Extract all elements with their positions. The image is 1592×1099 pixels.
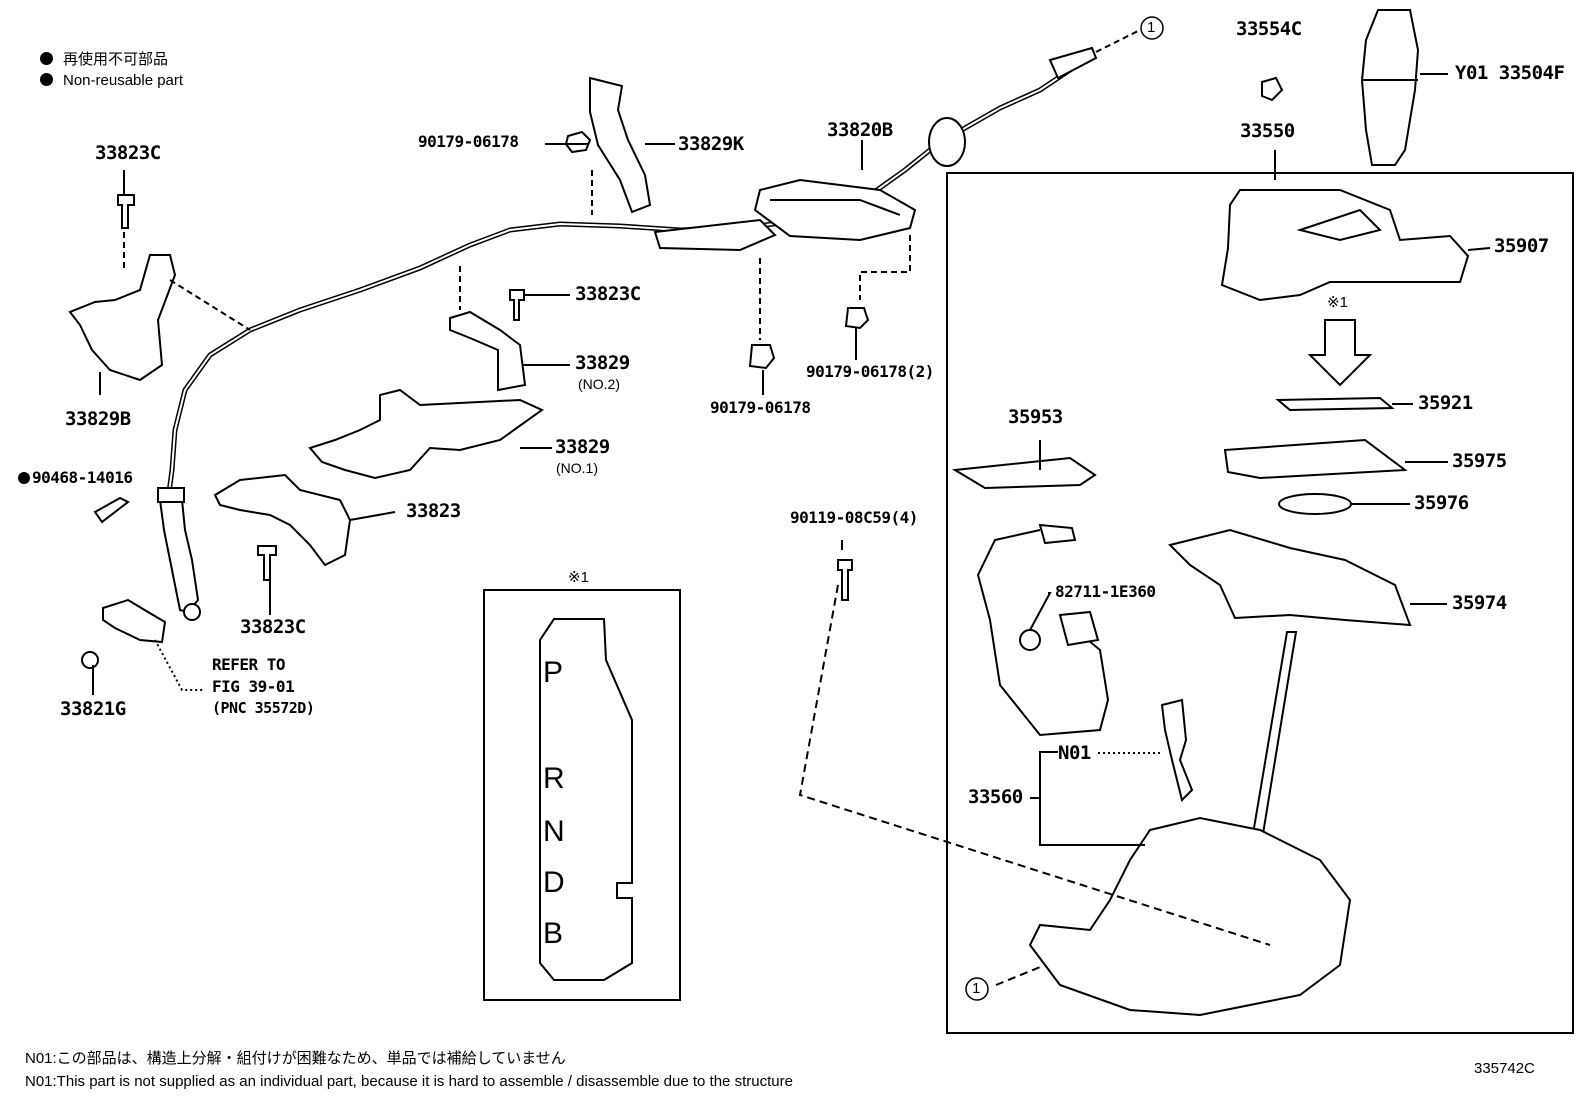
indicator-plate-35975 <box>1223 438 1408 480</box>
legend-en-text: Non-reusable part <box>63 72 184 89</box>
callout-33823C-bottom: 33823C <box>240 616 306 638</box>
callout-35975: 35975 <box>1452 450 1507 472</box>
filled-circle-icon <box>40 73 53 86</box>
base-33560 <box>1028 816 1352 1017</box>
circle-ref-top-label: 1 <box>1147 19 1156 36</box>
callout-90468-14016: 90468-14016 <box>18 468 133 487</box>
cable-grommet <box>928 117 966 167</box>
callout-33829K: 33829K <box>678 133 744 155</box>
callout-33823: 33823 <box>406 500 461 522</box>
legend-en: Non-reusable part <box>40 72 183 89</box>
callout-33829-no1: 33829 <box>555 436 610 458</box>
callout-90119-08C59: 90119-08C59(4) <box>790 508 918 527</box>
bezel-35907 <box>1220 189 1470 302</box>
circle-ref-top <box>1140 16 1164 40</box>
callout-90179-06178-top: 90179-06178 <box>418 132 519 151</box>
filled-circle-icon <box>18 472 30 484</box>
callout-33829-no2: 33829 <box>575 352 630 374</box>
circle-ref-bottom <box>965 977 989 1001</box>
note-jp: N01:この部品は、構造上分解・組付けが困難なため、単品では補給していません <box>25 1050 566 1067</box>
bracket-33829-no1 <box>308 388 544 480</box>
bracket-33823 <box>213 473 352 567</box>
refer-line-2: FIG 39-01 <box>212 677 295 696</box>
refer-line-3: (PNC 35572D) <box>212 699 315 717</box>
callout-33829B: 33829B <box>65 408 131 430</box>
callout-no2: (NO.2) <box>578 376 620 392</box>
gear-B: B <box>543 917 564 950</box>
shift-lever-assembly-frame <box>946 172 1574 1034</box>
callout-33823C-mid: 33823C <box>575 283 641 305</box>
callout-90179-06178-mid: 90179-06178 <box>710 398 811 417</box>
cable-end-top <box>1048 46 1098 80</box>
wire-harness <box>976 529 1110 737</box>
refer-line-1: REFER TO <box>212 655 286 674</box>
note-en: N01:This part is not supplied as an indi… <box>25 1073 793 1090</box>
gear-P: P <box>543 656 564 689</box>
cable-boot <box>158 499 200 614</box>
shift-gate-outline <box>539 618 633 981</box>
callout-35953: 35953 <box>1008 406 1063 428</box>
callout-35974: 35974 <box>1452 592 1507 614</box>
callout-no1: (NO.1) <box>556 460 598 476</box>
bracket-33829K <box>589 76 652 214</box>
detail-box <box>483 589 681 1001</box>
callout-82711-1E360: 82711-1E360 <box>1055 582 1156 601</box>
callout-35976: 35976 <box>1414 492 1469 514</box>
gear-R: R <box>543 762 565 795</box>
gear-D: D <box>543 866 565 899</box>
circle-ref-bottom-label: 1 <box>972 980 981 997</box>
callout-33823C-top: 33823C <box>95 142 161 164</box>
callout-35921: 35921 <box>1418 392 1473 414</box>
bracket-33829B <box>68 254 177 382</box>
legend-jp-text: 再使用不可部品 <box>63 51 169 68</box>
callout-N01: N01 <box>1058 742 1091 764</box>
callout-90468-text: 90468-14016 <box>32 468 133 487</box>
callout-33554C: 33554C <box>1236 18 1302 40</box>
shift-knob <box>1360 9 1420 166</box>
callout-Y01-33504F: Y01 33504F <box>1455 62 1565 84</box>
filled-circle-icon <box>40 52 53 65</box>
callout-33550: 33550 <box>1240 120 1295 142</box>
detail-title: ※1 <box>568 569 589 586</box>
bracket-33829-no2 <box>449 310 527 392</box>
callout-star1-arrow: ※1 <box>1327 294 1348 311</box>
callout-33821G: 33821G <box>60 698 126 720</box>
callout-33820B: 33820B <box>827 119 893 141</box>
callout-90179-06178-2: 90179-06178(2) <box>806 362 934 381</box>
callout-33560: 33560 <box>968 786 1023 808</box>
housing-35974 <box>1168 528 1412 627</box>
figure-ref: 335742C <box>1474 1060 1535 1077</box>
callout-35907: 35907 <box>1494 235 1549 257</box>
gear-N: N <box>543 815 565 848</box>
legend-jp: 再使用不可部品 <box>40 48 168 69</box>
